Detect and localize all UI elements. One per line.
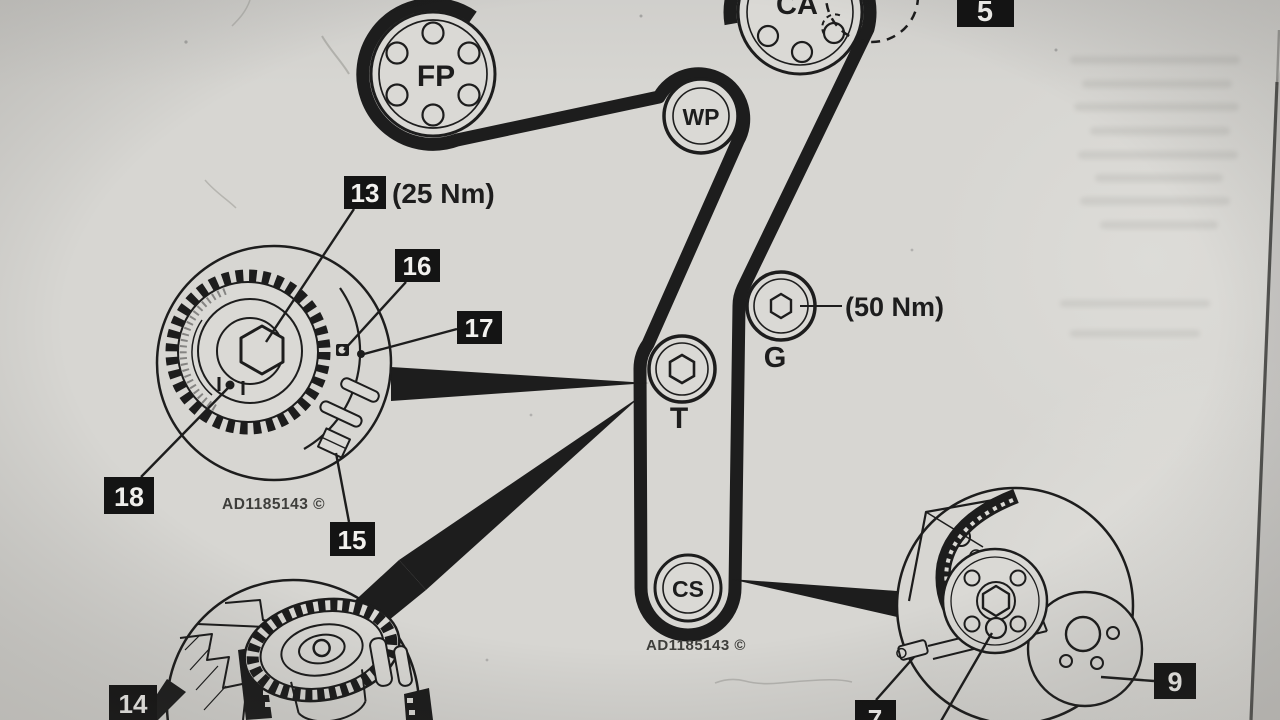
paper-vignette bbox=[0, 0, 1280, 720]
scanned-manual-page: FP WP CA T G (50 Nm) CS bbox=[0, 0, 1280, 720]
diagram-svg: FP WP CA T G (50 Nm) CS bbox=[0, 0, 1280, 720]
